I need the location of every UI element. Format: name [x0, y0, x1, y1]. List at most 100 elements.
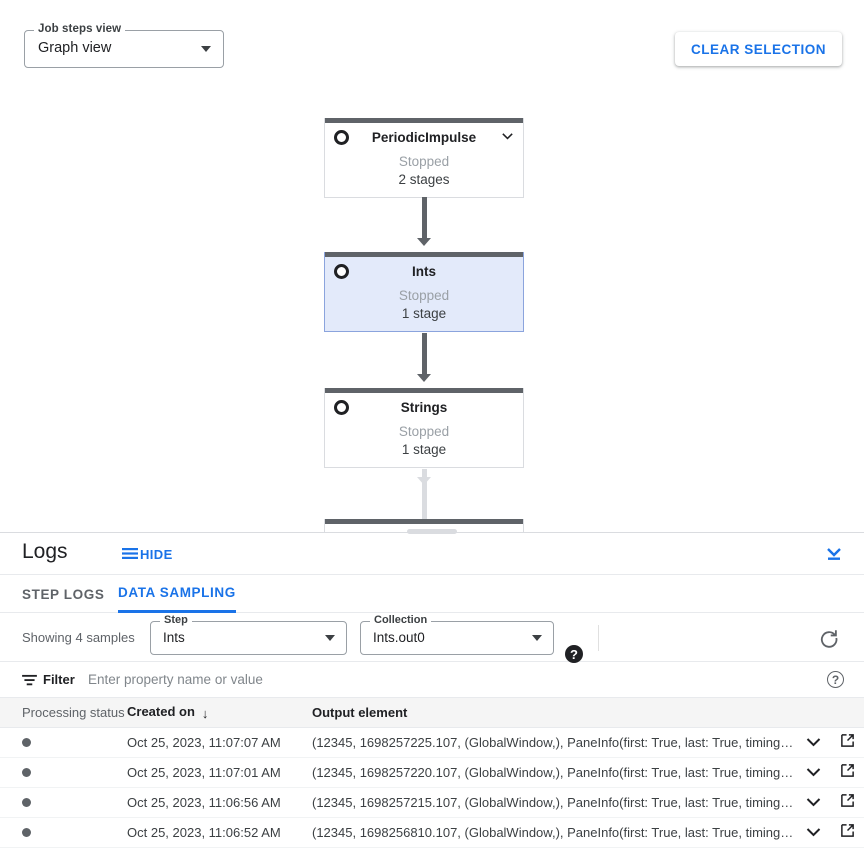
step-select[interactable]: Step Ints — [150, 614, 347, 655]
graph-edge-arrow-1 — [417, 238, 431, 246]
open-in-new-icon[interactable] — [840, 793, 855, 808]
node-stages: 2 stages — [398, 172, 450, 187]
job-graph-pane: Job steps view Graph view CLEAR SELECTIO… — [0, 0, 864, 532]
column-header-processing-status[interactable]: Processing status — [0, 698, 127, 728]
cell-expand — [796, 787, 830, 818]
filter-bar: Filter ? — [0, 662, 864, 698]
node-status: Stopped — [398, 154, 450, 169]
graph-edge-arrow-3 — [417, 477, 431, 485]
cell-expand — [796, 727, 830, 758]
node-status-bar — [325, 252, 523, 257]
tab-step-logs[interactable]: STEP LOGS — [22, 586, 105, 602]
node-status: Stopped — [398, 288, 450, 303]
cell-output-element: (12345, 1698257215.107, (GlobalWindow,),… — [312, 787, 796, 818]
table-row[interactable]: Oct 25, 2023, 11:06:52 AM(12345, 1698256… — [0, 817, 864, 848]
chevron-down-icon — [532, 635, 542, 641]
status-dot — [22, 737, 31, 747]
status-dot — [22, 767, 31, 777]
table-row[interactable]: Oct 25, 2023, 11:07:01 AM(12345, 1698257… — [0, 757, 864, 788]
graph-node-partial[interactable] — [324, 519, 524, 532]
cell-created-on: Oct 25, 2023, 11:07:01 AM — [127, 757, 312, 788]
column-header-output-element[interactable]: Output element — [312, 698, 796, 728]
graph-edge-1 — [421, 197, 427, 242]
clear-selection-button[interactable]: CLEAR SELECTION — [674, 32, 842, 66]
help-outline-icon[interactable]: ? — [827, 671, 844, 688]
stop-circle-icon — [334, 130, 349, 145]
cell-processing-status — [0, 787, 127, 818]
cell-created-on: Oct 25, 2023, 11:07:07 AM — [127, 727, 312, 758]
column-header-expand — [796, 698, 830, 728]
chevron-down-icon[interactable] — [806, 797, 821, 807]
filter-label: Filter — [43, 672, 75, 687]
graph-edge-3 — [421, 469, 427, 519]
logs-header: Logs HIDE — [0, 533, 864, 575]
cell-output-element: (12345, 1698257225.107, (GlobalWindow,),… — [312, 727, 796, 758]
help-filled-icon[interactable]: ? — [565, 645, 583, 663]
node-title: PeriodicImpulse — [371, 130, 477, 145]
controls-divider — [598, 625, 599, 651]
step-select-label: Step — [160, 614, 192, 626]
step-select-value: Ints — [163, 630, 185, 645]
graph-node-ints[interactable]: Ints Stopped 1 stage — [324, 252, 524, 332]
node-title: Ints — [411, 264, 436, 279]
collection-select-value: Ints.out0 — [373, 630, 425, 645]
sampling-controls: Showing 4 samples Step Ints Collection I… — [0, 613, 864, 663]
node-stages: 1 stage — [401, 442, 447, 457]
status-dot — [22, 797, 31, 807]
graph-toolbar: Job steps view Graph view CLEAR SELECTIO… — [0, 0, 864, 96]
graph-node-periodicimpulse[interactable]: PeriodicImpulse Stopped 2 stages — [324, 118, 524, 198]
showing-samples-label: Showing 4 samples — [22, 630, 135, 645]
hide-logs-label: HIDE — [140, 546, 173, 562]
chevron-down-icon[interactable] — [806, 767, 821, 777]
samples-table-body: Oct 25, 2023, 11:07:07 AM(12345, 1698257… — [0, 727, 864, 848]
table-row[interactable]: Oct 25, 2023, 11:06:56 AM(12345, 1698257… — [0, 787, 864, 818]
cell-created-on: Oct 25, 2023, 11:06:56 AM — [127, 787, 312, 818]
job-steps-view-label: Job steps view — [34, 23, 126, 35]
status-dot — [22, 827, 31, 837]
chevron-down-icon[interactable] — [502, 133, 513, 140]
logs-title: Logs — [22, 540, 68, 563]
table-row[interactable]: Oct 25, 2023, 11:07:07 AM(12345, 1698257… — [0, 727, 864, 758]
node-status-bar — [325, 118, 523, 123]
collection-select-label: Collection — [370, 614, 432, 626]
stop-circle-icon — [334, 264, 349, 279]
chevron-down-icon — [325, 635, 335, 641]
cell-open — [830, 787, 864, 818]
node-stages: 1 stage — [401, 306, 447, 321]
column-header-created-on-label: Created on — [127, 703, 195, 719]
tab-data-sampling[interactable]: DATA SAMPLING — [118, 575, 236, 613]
cell-expand — [796, 757, 830, 788]
refresh-icon[interactable] — [818, 627, 840, 649]
chevron-down-icon[interactable] — [806, 827, 821, 837]
filter-input[interactable] — [86, 671, 766, 688]
cell-open — [830, 727, 864, 758]
stop-circle-icon — [334, 400, 349, 415]
collapse-down-icon[interactable] — [822, 542, 846, 566]
cell-processing-status — [0, 817, 127, 848]
graph-node-strings[interactable]: Strings Stopped 1 stage — [324, 388, 524, 468]
job-steps-view-select[interactable]: Job steps view Graph view — [24, 23, 224, 68]
table-header-row: Processing status Created on ↓ Output ele… — [0, 698, 864, 728]
column-header-created-on[interactable]: Created on ↓ — [127, 698, 312, 728]
node-status: Stopped — [398, 424, 450, 439]
graph-edge-2 — [421, 333, 427, 378]
open-in-new-icon[interactable] — [840, 823, 855, 838]
panel-resize-handle[interactable] — [407, 529, 457, 534]
graph-edge-arrow-2 — [417, 374, 431, 382]
collection-select[interactable]: Collection Ints.out0 — [360, 614, 554, 655]
job-steps-view-value: Graph view — [38, 40, 112, 56]
cell-created-on: Oct 25, 2023, 11:06:52 AM — [127, 817, 312, 848]
open-in-new-icon[interactable] — [840, 733, 855, 748]
cell-expand — [796, 817, 830, 848]
cell-output-element: (12345, 1698256810.107, (GlobalWindow,),… — [312, 817, 796, 848]
cell-output-element: (12345, 1698257220.107, (GlobalWindow,),… — [312, 757, 796, 788]
hide-logs-button[interactable]: HIDE — [122, 544, 173, 564]
filter-icon[interactable] — [22, 674, 37, 686]
chevron-down-icon[interactable] — [806, 737, 821, 747]
cell-processing-status — [0, 727, 127, 758]
node-status-bar — [325, 388, 523, 393]
open-in-new-icon[interactable] — [840, 763, 855, 778]
sort-descending-icon: ↓ — [201, 705, 209, 721]
cell-open — [830, 757, 864, 788]
